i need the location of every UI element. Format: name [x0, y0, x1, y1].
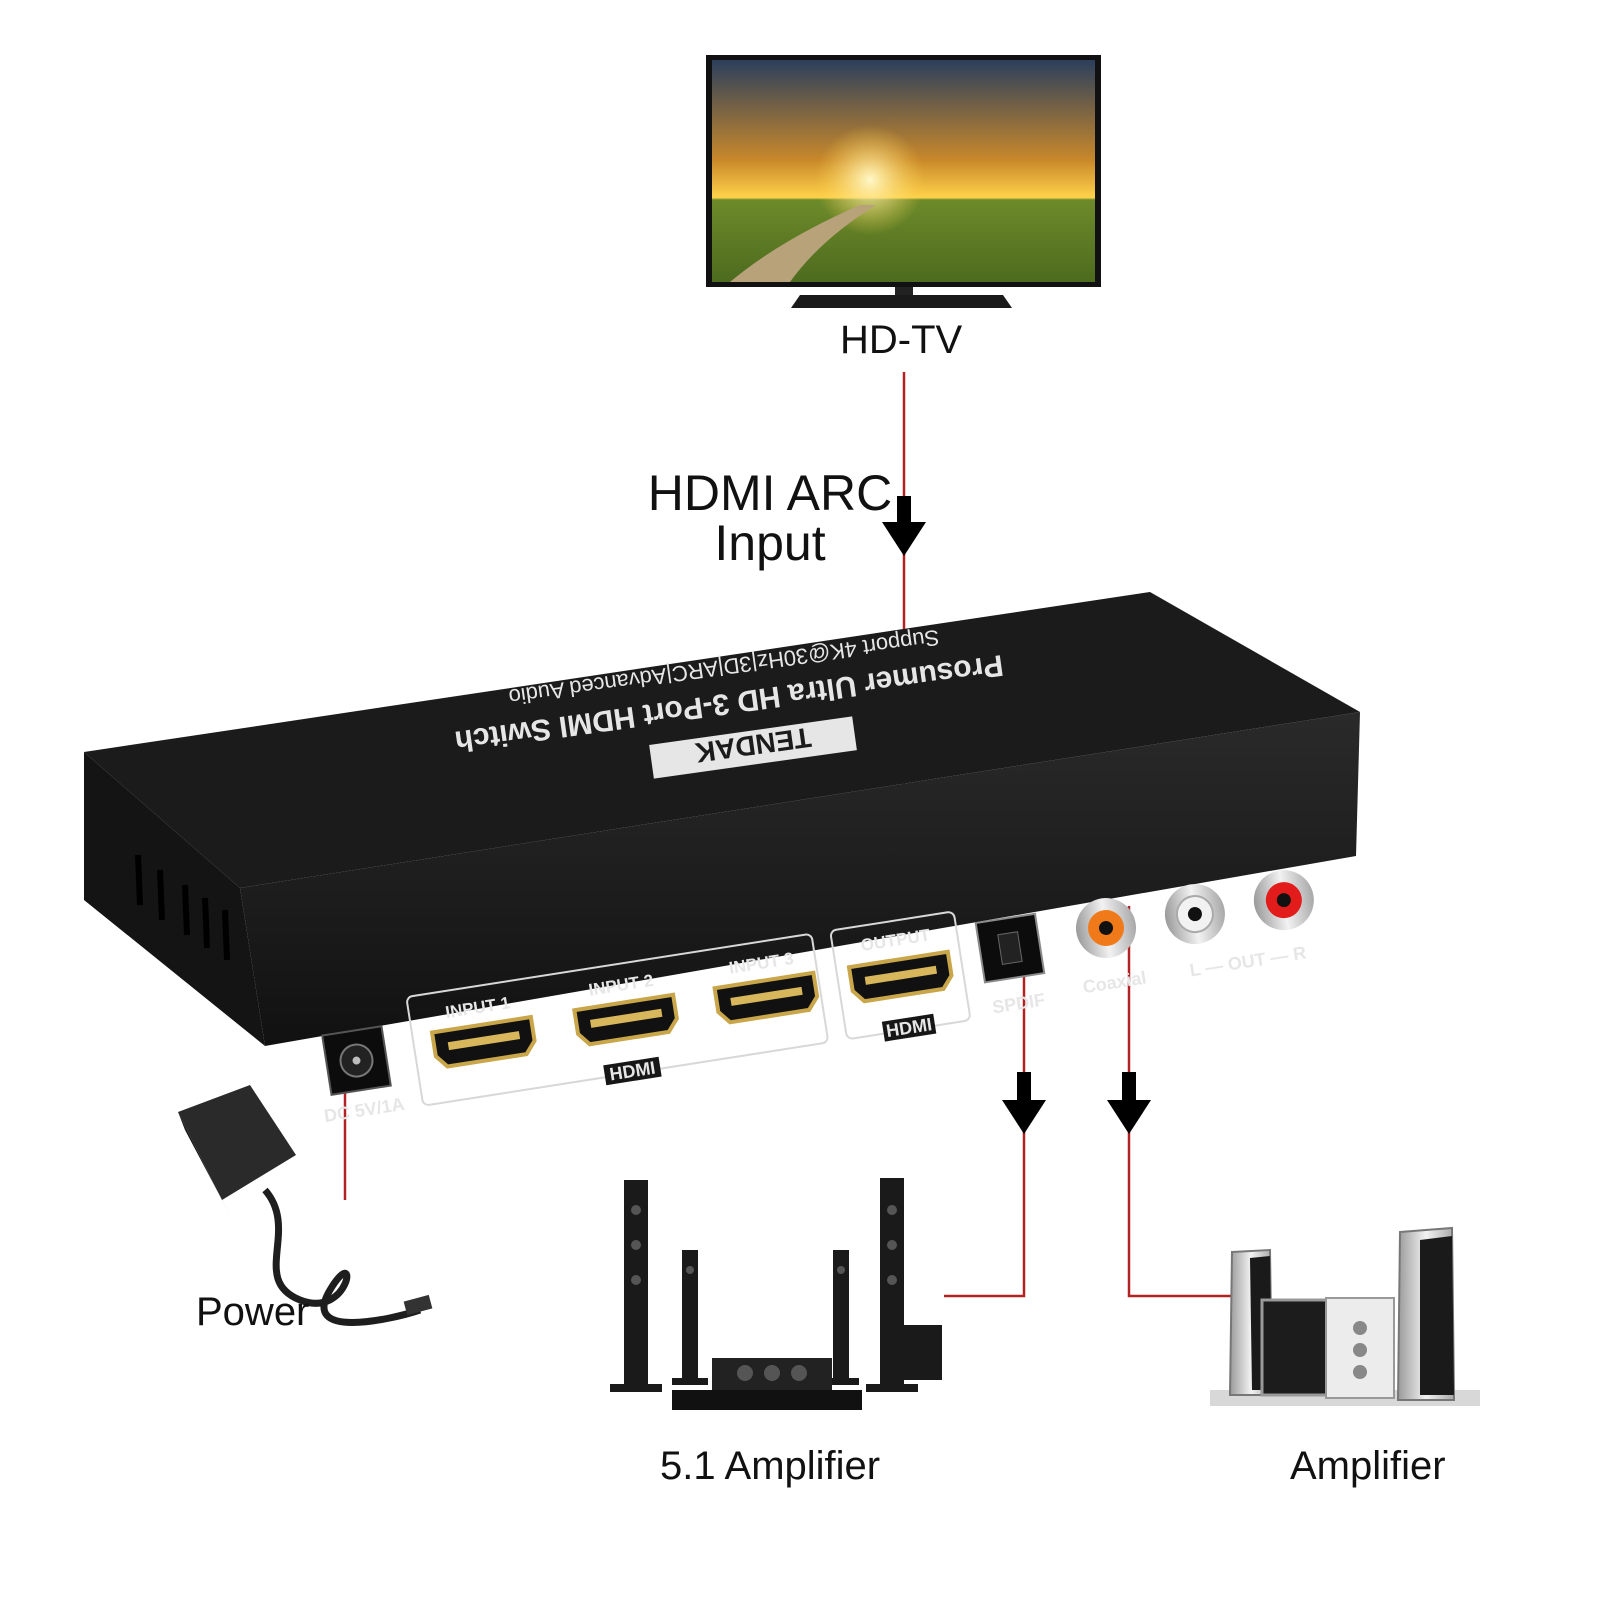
arrow-arc-icon [882, 496, 926, 556]
adapter-body [178, 1085, 296, 1200]
label-hdmi-arc-input: HDMI ARC Input [600, 468, 940, 568]
label-hdmi-arc-line1: HDMI ARC [647, 465, 893, 521]
label-amplifier: Amplifier [1290, 1444, 1446, 1488]
surround-system [610, 1178, 942, 1410]
dc-label: DC 5V/1A [323, 1094, 406, 1126]
spdif-label: SPDIF [991, 989, 1046, 1017]
hdmi-port-input3: INPUT 3 [712, 949, 820, 1025]
output-hdmi-label: HDMI [885, 1014, 934, 1041]
receiver-base [672, 1390, 862, 1410]
power-adapter [178, 1085, 433, 1326]
satellite-speaker-right [833, 1250, 849, 1380]
label-hdmi-arc-line2: Input [714, 515, 826, 571]
hdmi-switch: TENDAK Prosumer Ultra HD 3-Port HDMI Swi… [84, 592, 1360, 1126]
device-front [240, 712, 1360, 1046]
device-vents [135, 854, 230, 961]
stereo-subwoofer [1260, 1298, 1334, 1397]
audio-out-label: L — OUT — R [1188, 942, 1307, 980]
arrow-spdif-icon [1002, 1072, 1046, 1134]
tv-stand [791, 295, 1012, 308]
label-hd-tv: HD-TV [840, 318, 963, 362]
device-side [84, 752, 265, 1046]
tv-screen-sun [815, 125, 925, 235]
tv-screen-path [730, 205, 876, 282]
wire-spdif [944, 926, 1026, 1298]
adapter-cable [262, 1187, 422, 1326]
coaxial-label: Coaxial [1081, 967, 1147, 997]
stereo-system [1210, 1226, 1480, 1406]
adapter-plug [403, 1294, 433, 1316]
hdmi-group-label: HDMI [608, 1058, 657, 1085]
device-top-text: TENDAK Prosumer Ultra HD 3-Port HDMI Swi… [453, 625, 1005, 779]
brand-logo-box [649, 716, 857, 779]
label-power: Power [196, 1290, 310, 1334]
hdmi-port-input1: INPUT 1 [429, 993, 537, 1069]
tv [706, 55, 1101, 308]
arrow-coaxial-icon [1107, 1072, 1151, 1134]
wire-coaxial [1127, 906, 1232, 1298]
label-5-1-amplifier: 5.1 Amplifier [660, 1444, 881, 1488]
subwoofer [900, 1325, 942, 1380]
tv-neck [895, 287, 913, 295]
satellite-speaker-left [682, 1250, 698, 1380]
arrows [882, 496, 1151, 1134]
